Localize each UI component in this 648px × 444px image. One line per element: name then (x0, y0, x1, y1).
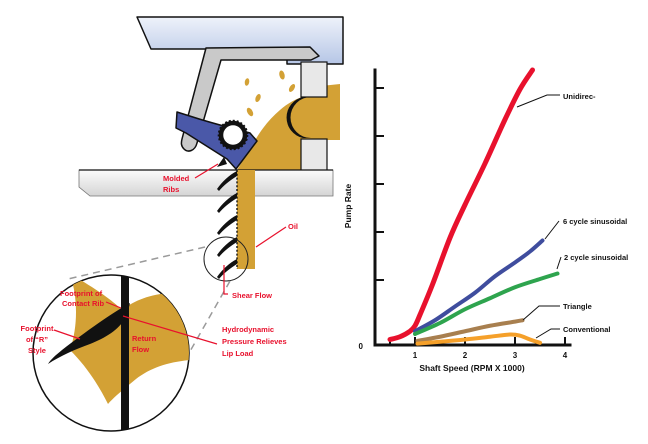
y-axis-title: Pump Rate (343, 184, 353, 229)
sleeve-upper (300, 61, 328, 98)
oil-film-bar (237, 170, 255, 269)
series-unidirectional-curve (387, 67, 535, 342)
footprint-contact-label-line2: Contact Rib (62, 299, 105, 308)
molded-ribs-label-line1: Molded (163, 174, 190, 183)
footprint-r-style-blade (48, 303, 130, 364)
footprint-contact-rib-strip (121, 275, 129, 431)
spring-crescent (286, 97, 311, 138)
oil-leader (255, 226, 287, 248)
series-2-cycle-curve (413, 271, 560, 336)
unidirectional-callout-line (516, 94, 560, 108)
footprint-r-label-line3: Style (28, 346, 46, 355)
oil-label: Oil (288, 222, 298, 231)
x-tick-label-4: 4 (563, 351, 568, 360)
molded-rib (217, 215, 237, 235)
origin-label: 0 (359, 342, 364, 351)
detail-callout-circle (203, 236, 249, 282)
molded-ribs-label-line2: Ribs (163, 185, 179, 194)
sleeve-lower (300, 138, 328, 173)
footprint-r-label-line2: of “R” (26, 335, 48, 344)
oil-droplet (279, 70, 285, 80)
footprint-r-leader (53, 329, 81, 340)
oil-droplet (255, 94, 261, 102)
x-axis-title: Shaft Speed (RPM X 1000) (419, 363, 525, 373)
y-axis-ticks (375, 87, 384, 281)
triangle-callout-line (522, 305, 560, 321)
molded-rib (217, 259, 237, 279)
footprint-contact-leader (105, 301, 122, 309)
two-cycle-callout-line (556, 256, 562, 270)
garter-spring-knurl (217, 119, 249, 151)
x-tick-label-1: 1 (413, 351, 418, 360)
projection-dash-upper (67, 246, 206, 280)
series-6-cycle-curve (413, 238, 545, 334)
oil-droplet (288, 84, 296, 92)
shear-flow-label: Shear Flow (232, 291, 272, 300)
seal-metal-case (180, 46, 320, 152)
six-cycle-callout-line (544, 220, 560, 240)
hydrodynamic-label-line3: Lip Load (222, 349, 254, 358)
return-flow-label-line2: Flow (132, 345, 149, 354)
oil-droplet (244, 78, 250, 86)
series-conventional-curve (415, 332, 542, 346)
molded-rib (217, 171, 237, 191)
x-tick-label-3: 3 (513, 351, 518, 360)
magnified-oil-area (70, 275, 189, 404)
series-label-2-cycle: 2 cycle sinusoidal (564, 253, 628, 262)
shear-flow-leader (223, 265, 228, 295)
oil-droplet (246, 107, 254, 117)
garter-spring (218, 120, 248, 150)
footprint-r-label-line1: Footprint (21, 324, 54, 333)
molded-ribs-group (217, 171, 237, 279)
projection-dash-lower (167, 280, 231, 391)
molded-rib (217, 237, 237, 257)
x-tick-label-2: 2 (463, 351, 468, 360)
molded-rib (217, 193, 237, 213)
series-triangle-curve (415, 318, 525, 343)
oil-droplets (244, 70, 296, 117)
series-label-unidirectional: Unidirec- (563, 92, 596, 101)
hydrodynamic-label-line2: Pressure Relieves (222, 337, 287, 346)
series-label-conventional: Conventional (563, 325, 611, 334)
chart-axes (373, 68, 572, 347)
footprint-contact-label-line1: Footprint of (60, 289, 103, 298)
series-label-triangle: Triangle (563, 302, 592, 311)
shaft-surface (78, 169, 334, 197)
hydrodynamic-label-line1: Hydrodynamic (222, 325, 274, 334)
lip-rib-tooth (217, 157, 227, 167)
series-label-6-cycle: 6 cycle sinusoidal (563, 217, 627, 226)
conventional-callout-line (535, 328, 560, 339)
pump-rate-chart: 0 1 2 3 4 Shaft Speed (RPM X 1000) Pump … (343, 67, 628, 373)
return-flow-label-line1: Return (132, 334, 157, 343)
return-flow-leader (122, 315, 218, 345)
molded-ribs-leader (194, 163, 219, 179)
seal-cross-section: Molded Ribs Oil Shear Flow Hydrodynamic … (21, 16, 344, 432)
